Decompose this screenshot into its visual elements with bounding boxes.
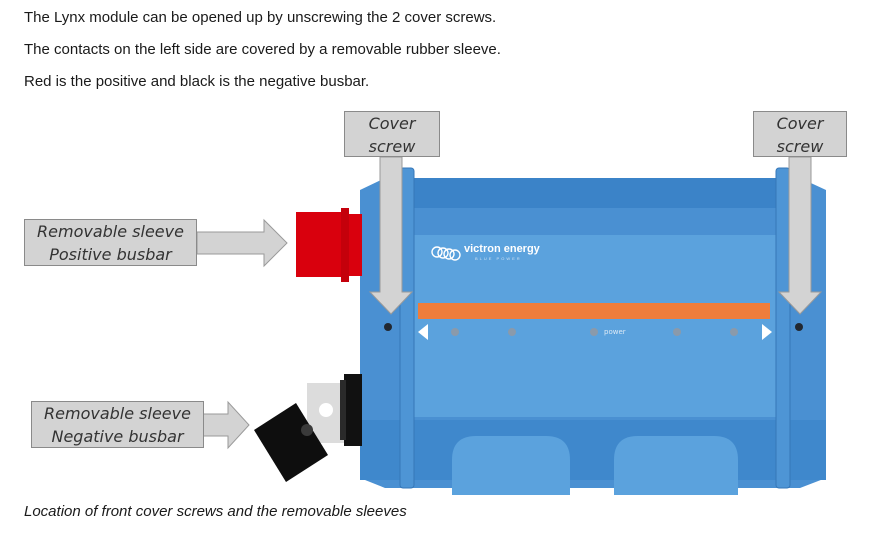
cover-screw-right — [795, 323, 803, 331]
callout-line: Removable sleeve — [37, 222, 184, 241]
brand-tagline: BLUE POWER — [475, 256, 522, 261]
victron-logo-icon — [431, 246, 461, 261]
right-arrow-icon — [762, 324, 772, 340]
callout-cover-screw-left: Cover screw — [344, 111, 440, 157]
callout-line: screw — [776, 137, 824, 156]
left-arrow-icon — [418, 324, 428, 340]
callout-line: Negative busbar — [51, 427, 184, 446]
callout-line: Positive busbar — [49, 245, 172, 264]
led-indicator — [508, 328, 516, 336]
intro-paragraph-2: The contacts on the left side are covere… — [24, 41, 501, 58]
intro-paragraph-1: The Lynx module can be opened up by unsc… — [24, 9, 497, 26]
led-indicator — [451, 328, 459, 336]
callout-line: Cover — [776, 114, 824, 133]
led-indicator — [590, 328, 598, 336]
positive-busbar-sleeve — [296, 208, 362, 282]
callout-line: Cover — [368, 114, 416, 133]
led-indicator — [673, 328, 681, 336]
callout-positive-sleeve: Removable sleeve Positive busbar — [24, 219, 197, 266]
lynx-module: power victron energy BLUE POWER — [360, 167, 826, 495]
figure-caption: Location of front cover screws and the r… — [24, 503, 407, 520]
negative-busbar-sleeve — [254, 374, 362, 482]
arrow-to-right-screw — [777, 156, 823, 315]
callout-negative-sleeve: Removable sleeve Negative busbar — [31, 401, 204, 448]
arrow-to-left-screw — [368, 156, 414, 315]
callout-cover-screw-right: Cover screw — [753, 111, 847, 157]
cover-screw-left — [384, 323, 392, 331]
arrow-to-positive-sleeve — [196, 218, 288, 268]
callout-line: screw — [368, 137, 416, 156]
intro-paragraph-3: Red is the positive and black is the neg… — [24, 73, 370, 90]
led-label: power — [604, 328, 626, 336]
status-bar — [418, 303, 770, 319]
brand-name: victron energy — [464, 243, 541, 255]
callout-line: Removable sleeve — [44, 404, 191, 423]
led-indicator — [730, 328, 738, 336]
